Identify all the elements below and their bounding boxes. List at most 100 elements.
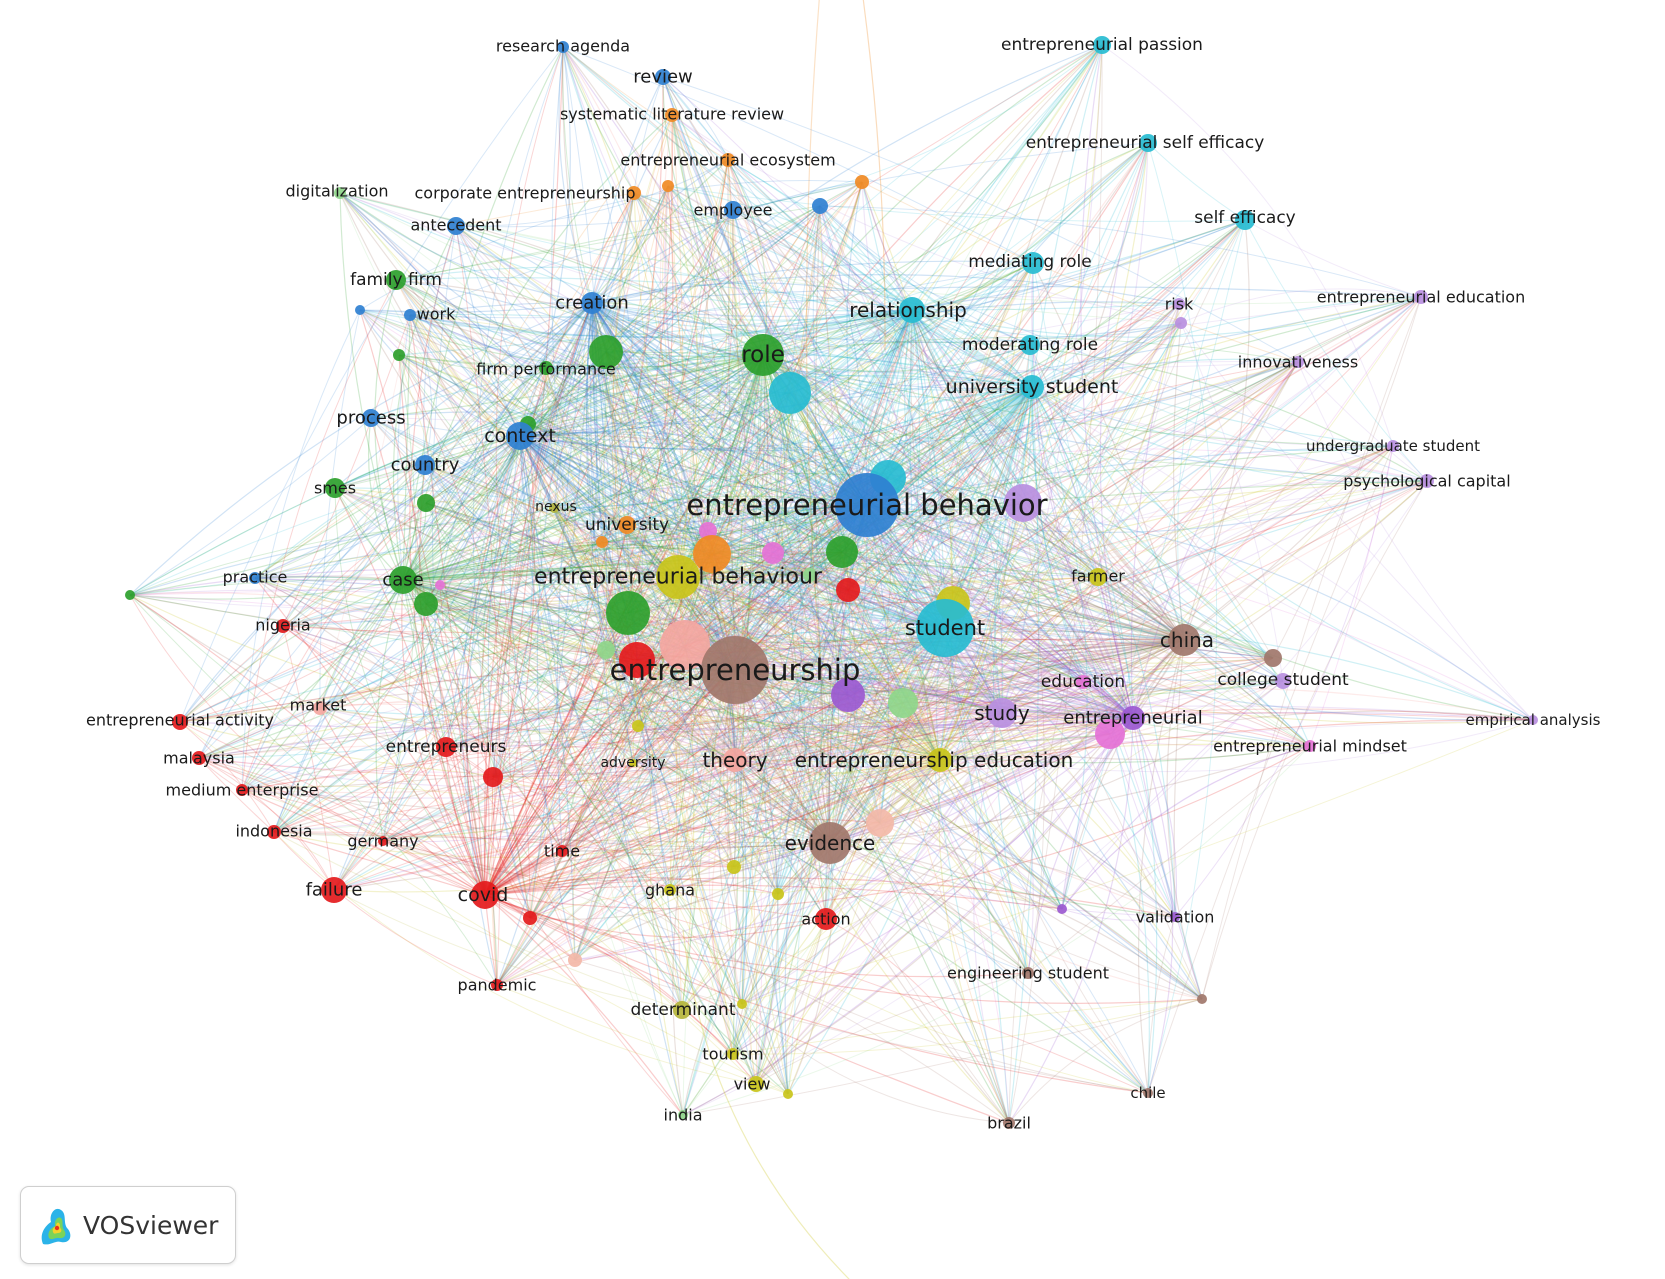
label-failure[interactable]: failure bbox=[306, 880, 363, 901]
network-node[interactable] bbox=[812, 198, 828, 214]
node-creation[interactable] bbox=[581, 292, 603, 314]
node-entrepreneurial-self-efficacy[interactable] bbox=[1139, 134, 1157, 152]
label-case[interactable]: case bbox=[382, 570, 423, 591]
node-systematic-literature-review[interactable] bbox=[665, 108, 679, 122]
network-node[interactable] bbox=[762, 542, 784, 564]
network-node[interactable] bbox=[355, 305, 365, 315]
label-india[interactable]: india bbox=[664, 1106, 703, 1125]
node-nigeria[interactable] bbox=[276, 619, 290, 633]
label-covid[interactable]: covid bbox=[458, 884, 509, 906]
label-entrepreneurship[interactable]: entrepreneurship bbox=[610, 653, 861, 687]
label-relationship[interactable]: relationship bbox=[849, 298, 967, 322]
node-market[interactable] bbox=[313, 701, 327, 715]
network-node[interactable] bbox=[632, 720, 644, 732]
label-university[interactable]: university bbox=[585, 515, 669, 535]
node-farmer[interactable] bbox=[1089, 568, 1107, 586]
node-evidence[interactable] bbox=[809, 822, 851, 864]
node-case[interactable] bbox=[389, 566, 417, 594]
label-psychological-capital[interactable]: psychological capital bbox=[1343, 472, 1510, 491]
node-theory[interactable] bbox=[723, 748, 747, 772]
network-node[interactable] bbox=[568, 953, 582, 967]
label-student[interactable]: student bbox=[905, 616, 985, 640]
node-time[interactable] bbox=[556, 845, 568, 857]
label-systematic-literature-review[interactable]: systematic literature review bbox=[560, 105, 784, 124]
label-nexus[interactable]: nexus bbox=[535, 499, 577, 515]
node-entrepreneurial-activity[interactable] bbox=[172, 714, 188, 730]
node-employee[interactable] bbox=[724, 201, 742, 219]
node-germany[interactable] bbox=[378, 836, 388, 846]
label-university-student[interactable]: university student bbox=[946, 376, 1119, 398]
network-node[interactable] bbox=[836, 578, 860, 602]
label-indonesia[interactable]: indonesia bbox=[235, 822, 312, 841]
label-self-efficacy[interactable]: self efficacy bbox=[1194, 208, 1296, 228]
node-context[interactable] bbox=[506, 422, 534, 450]
network-node[interactable] bbox=[1175, 317, 1187, 329]
node-tourism[interactable] bbox=[727, 1048, 739, 1060]
label-theory[interactable]: theory bbox=[702, 748, 767, 772]
network-node[interactable] bbox=[1057, 904, 1067, 914]
node-student[interactable] bbox=[916, 599, 974, 657]
node-relationship[interactable] bbox=[899, 297, 925, 323]
network-node[interactable] bbox=[803, 568, 817, 582]
network-node[interactable] bbox=[1095, 719, 1125, 749]
node-adversity[interactable] bbox=[629, 759, 637, 767]
node-entrepreneurship[interactable] bbox=[701, 636, 769, 704]
node-antecedent[interactable] bbox=[447, 217, 465, 235]
label-brazil[interactable]: brazil bbox=[987, 1114, 1031, 1133]
node-indonesia[interactable] bbox=[267, 825, 281, 839]
label-market[interactable]: market bbox=[290, 696, 347, 715]
network-node[interactable] bbox=[888, 688, 918, 718]
node-risk[interactable] bbox=[1173, 298, 1185, 310]
label-pandemic[interactable]: pandemic bbox=[458, 976, 537, 995]
node-role[interactable] bbox=[742, 334, 784, 376]
node-pandemic[interactable] bbox=[491, 979, 503, 991]
network-node[interactable] bbox=[523, 911, 537, 925]
label-farmer[interactable]: farmer bbox=[1071, 567, 1125, 586]
node-university-student[interactable] bbox=[1020, 375, 1044, 399]
label-view[interactable]: view bbox=[734, 1075, 771, 1094]
node-entrepreneurs[interactable] bbox=[436, 737, 456, 757]
label-chile[interactable]: chile bbox=[1130, 1084, 1165, 1102]
node-entrepreneurial-passion[interactable] bbox=[1093, 36, 1111, 54]
node-malaysia[interactable] bbox=[192, 751, 206, 765]
node-ghana[interactable] bbox=[664, 884, 676, 896]
label-entrepreneurial-ecosystem[interactable]: entrepreneurial ecosystem bbox=[620, 151, 835, 170]
node-china[interactable] bbox=[1168, 624, 1200, 656]
node-medium-enterprise[interactable] bbox=[236, 784, 248, 796]
network-node[interactable] bbox=[693, 535, 731, 573]
node-corporate-entrepreneurship[interactable] bbox=[627, 186, 641, 200]
label-smes[interactable]: smes bbox=[314, 479, 356, 498]
node-moderating-role[interactable] bbox=[1020, 335, 1040, 355]
network-node[interactable] bbox=[660, 620, 710, 670]
label-digitalization[interactable]: digitalization bbox=[285, 182, 388, 201]
node-undergraduate-student[interactable] bbox=[1387, 440, 1399, 452]
node-work[interactable] bbox=[404, 309, 416, 321]
label-study[interactable]: study bbox=[974, 701, 1030, 725]
network-node[interactable] bbox=[783, 1089, 793, 1099]
label-entrepreneurial-mindset[interactable]: entrepreneurial mindset bbox=[1213, 737, 1407, 756]
node-determinant[interactable] bbox=[673, 1001, 691, 1019]
label-ghana[interactable]: ghana bbox=[645, 881, 695, 900]
node-entrepreneurial-behaviour[interactable] bbox=[656, 555, 700, 599]
label-undergraduate-student[interactable]: undergraduate student bbox=[1306, 437, 1480, 455]
label-time[interactable]: time bbox=[544, 842, 580, 861]
node-firm-performance[interactable] bbox=[539, 361, 553, 375]
label-corporate-entrepreneurship[interactable]: corporate entrepreneurship bbox=[414, 184, 635, 203]
node-entrepreneurial-ecosystem[interactable] bbox=[721, 153, 735, 167]
node-validation[interactable] bbox=[1170, 912, 1180, 922]
network-node[interactable] bbox=[662, 180, 674, 192]
label-engineering-student[interactable]: engineering student bbox=[947, 964, 1109, 983]
label-firm-performance[interactable]: firm performance bbox=[476, 360, 616, 379]
node-entrepreneurial[interactable] bbox=[1121, 706, 1145, 730]
network-node[interactable] bbox=[727, 860, 741, 874]
label-germany[interactable]: germany bbox=[347, 832, 418, 851]
node-college-student[interactable] bbox=[1275, 673, 1291, 689]
node-family-firm[interactable] bbox=[386, 270, 406, 290]
label-process[interactable]: process bbox=[336, 408, 405, 429]
node-entrepreneurship-education[interactable] bbox=[928, 748, 952, 772]
label-role[interactable]: role bbox=[741, 342, 785, 368]
node-research-agenda[interactable] bbox=[557, 41, 569, 53]
label-entrepreneurial-behaviour[interactable]: entrepreneurial behaviour bbox=[534, 565, 823, 590]
network-node[interactable] bbox=[606, 591, 650, 635]
label-entrepreneurial-education[interactable]: entrepreneurial education bbox=[1317, 288, 1525, 307]
